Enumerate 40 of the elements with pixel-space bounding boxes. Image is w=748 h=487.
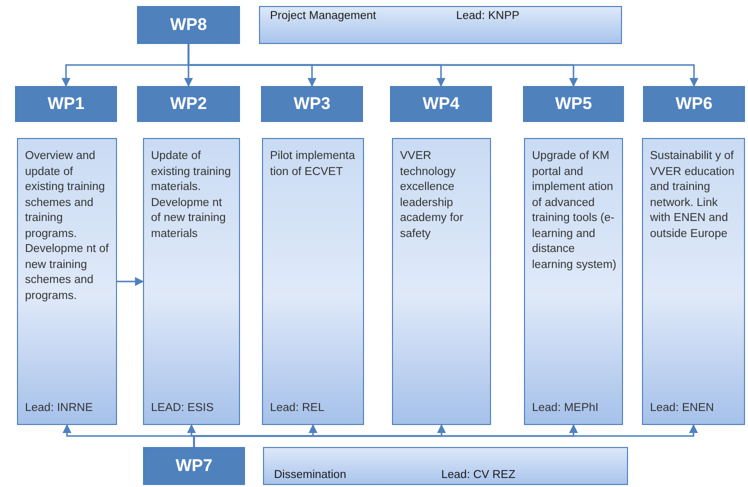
work-package-box [143,447,245,485]
work-package-label: WP7 [176,456,212,476]
work-package-label: WP8 [170,15,207,35]
work-package-label: WP1 [48,94,84,114]
work-package-label: WP5 [555,94,592,114]
work-package-box [390,86,492,122]
work-package-box [523,86,624,122]
lead-banner [259,6,622,44]
description-text: Update of existing training materials. Developme nt of new training materials [151,149,232,242]
task-description-box [143,138,240,425]
task-description-box [524,138,623,425]
lead-banner [263,447,628,485]
lead-text: Lead: CV REZ [441,469,516,481]
task-description-box [17,138,117,425]
description-text: Project Management [270,10,376,22]
work-package-label: WP3 [294,94,330,114]
connector-arrow [117,277,144,286]
description-text: Upgrade of KM portal and implement ation of advanced training tools (e-learning and distance learning system) [532,149,617,272]
description-text: VVER technology excellence leadership academy for safety [400,149,464,242]
work-package-box [137,6,240,44]
task-description-box [262,138,364,425]
description-text: Dissemination [274,469,346,481]
task-description-box [392,138,491,425]
description-text: Sustainabilit y of VVER education and training network. Link with ENEN and outside Europe [650,149,736,242]
work-package-box [261,86,363,122]
lead-text: Lead: KNPP [456,10,520,22]
lead-text: Lead: INRNE [25,400,94,416]
work-package-box [15,86,117,122]
work-package-label: WP4 [422,94,460,114]
description-text: Overview and update of existing training schemes and training programs. Developme nt of new training schemes and programs. [25,149,110,304]
lead-text: Lead: MEPhI [532,400,600,416]
lead-text: LEAD: ESIS [151,400,215,416]
work-package-box [643,86,745,122]
work-package-label: WP2 [170,94,207,114]
description-text: Pilot implementa tion of ECVET [270,149,356,180]
work-package-box [137,86,240,122]
lead-text: Lead: REL [270,400,326,416]
lead-text: Lead: ENEN [650,400,715,416]
work-package-label: WP6 [676,94,712,114]
task-description-box [642,138,745,425]
